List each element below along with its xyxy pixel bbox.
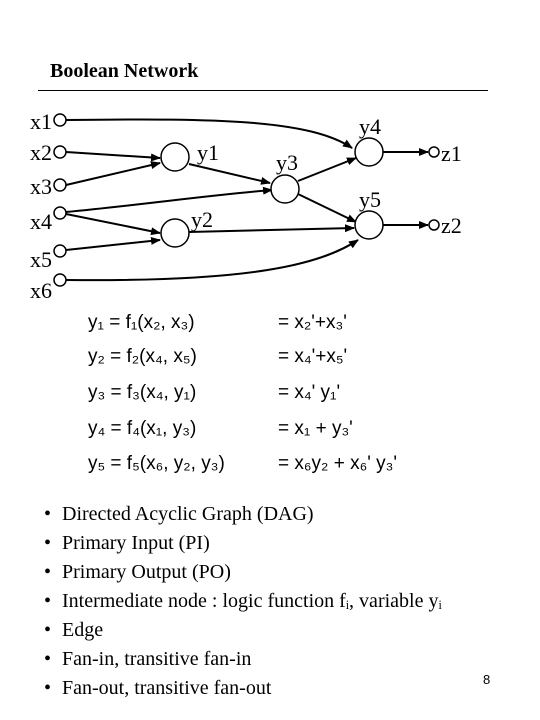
label-y5: y5 (359, 187, 381, 212)
label-x6: x6 (30, 278, 52, 303)
label-y3: y3 (276, 150, 298, 175)
edge-x1-y4 (65, 118, 353, 149)
equation-y2-lhs: y₂ = f₂(x₄, x₅) (88, 346, 197, 367)
label-y1: y1 (197, 140, 219, 165)
output-node-z2 (428, 219, 440, 231)
bullet-dot: • (44, 503, 52, 525)
bullet-dot: • (44, 677, 52, 699)
equation-y3-lhs: y₃ = f₃(x₄, y₁) (88, 382, 197, 403)
bullet-text: Primary Output (PO) (62, 561, 231, 583)
input-node-x4 (53, 206, 67, 220)
bullet-item: • Directed Acyclic Graph (DAG) (44, 500, 442, 529)
equation-y2-rhs: = x₄'+x₅' (278, 346, 348, 367)
bullet-dot: • (44, 590, 52, 612)
input-node-x2 (53, 145, 67, 159)
label-x1: x1 (30, 109, 52, 134)
edge-x6-y5 (65, 239, 359, 282)
label-y2: y2 (191, 207, 213, 232)
edge-y3-y5 (297, 193, 357, 223)
label-x2: x2 (30, 140, 52, 165)
bullet-text: Directed Acyclic Graph (DAG) (62, 503, 314, 525)
equation-y3-rhs: = x₄' y₁' (278, 382, 341, 403)
edge-y3-y4 (297, 157, 357, 182)
bullet-text: Edge (62, 619, 104, 641)
edge-x2-y1 (65, 151, 161, 162)
bullet-text: Fan-in, transitive fan-in (62, 648, 252, 670)
bullet-item: • Edge (44, 616, 442, 645)
edge-x4-y2 (65, 213, 161, 236)
slide-title: Boolean Network (50, 60, 199, 82)
node-y2 (160, 218, 190, 248)
label-z2: z2 (441, 213, 462, 238)
label-z1: z1 (441, 141, 462, 166)
equation-y4-lhs: y₄ = f₄(x₁, y₃) (88, 418, 197, 439)
edge-x4-y3 (65, 186, 273, 213)
bullet-dot: • (44, 561, 52, 583)
node-y3 (270, 174, 300, 204)
equation-y1-rhs: = x₂'+x₃' (278, 312, 347, 333)
page-number: 8 (483, 672, 491, 687)
edge-x3-y1 (65, 161, 161, 186)
label-x4: x4 (30, 209, 52, 234)
equation-y5-lhs: y₅ = f₅(x₆, y₂, y₃) (88, 453, 225, 474)
equation-y4-rhs: = x₁ + y₃' (278, 418, 353, 439)
bullet-dot: • (44, 619, 52, 641)
equation-y5-rhs: = x₆y₂ + x₆' y₃' (278, 453, 398, 474)
label-x5: x5 (30, 247, 52, 272)
node-y1 (160, 142, 190, 172)
input-node-x5 (53, 244, 67, 258)
edge-y1-y3 (188, 163, 271, 185)
bullet-item: • Fan-out, transitive fan-out (44, 674, 442, 703)
equation-y1-lhs: y₁ = f₁(x₂, x₃) (88, 312, 195, 333)
input-node-x6 (53, 273, 67, 287)
bullet-list: • Directed Acyclic Graph (DAG) • Primary I… (44, 500, 442, 703)
input-node-x3 (53, 178, 67, 192)
bullet-item: • Primary Output (PO) (44, 558, 442, 587)
bullet-text: Intermediate node : logic function fᵢ, v… (62, 590, 442, 612)
edge-x5-y2 (65, 236, 161, 251)
input-node-x1 (53, 113, 67, 127)
edge-y2-y5 (188, 224, 355, 233)
node-y5 (354, 210, 384, 240)
title-divider (38, 90, 488, 91)
bullet-item: • Intermediate node : logic function fᵢ, … (44, 587, 442, 616)
label-x3: x3 (30, 174, 52, 199)
bullet-text: Primary Input (PI) (62, 532, 210, 554)
output-node-z1 (428, 146, 440, 158)
bullet-dot: • (44, 648, 52, 670)
label-y4: y4 (359, 114, 381, 139)
bullet-dot: • (44, 532, 52, 554)
bullet-item: • Primary Input (PI) (44, 529, 442, 558)
bullet-text: Fan-out, transitive fan-out (62, 677, 272, 699)
bullet-item: • Fan-in, transitive fan-in (44, 645, 442, 674)
node-y4 (354, 137, 384, 167)
